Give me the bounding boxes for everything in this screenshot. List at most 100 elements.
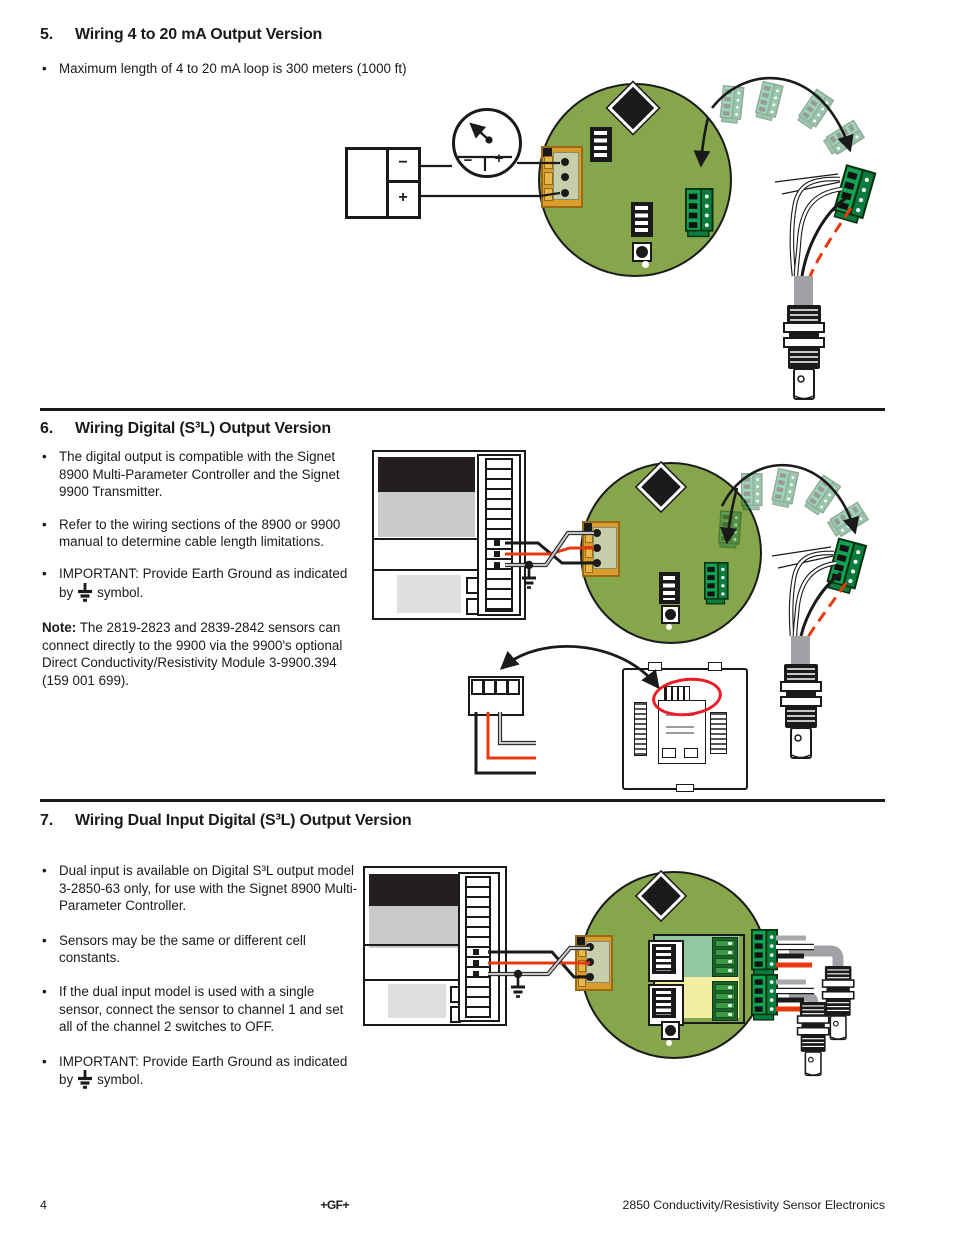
bracket-icon xyxy=(466,577,477,594)
transmitter-port xyxy=(684,748,698,758)
channel2-pin-header xyxy=(712,981,738,1021)
terminal-pin xyxy=(561,189,569,197)
terminal-tab xyxy=(544,172,553,185)
board-hole xyxy=(642,261,649,268)
terminal-pin xyxy=(593,544,601,552)
terminal-pin xyxy=(561,173,569,181)
cable-plug xyxy=(831,164,877,226)
pin-cell xyxy=(715,958,735,965)
transmitter-tab xyxy=(676,784,694,792)
controller-line xyxy=(374,569,477,571)
transmitter-connector-right xyxy=(710,712,727,754)
bracket-icon xyxy=(466,598,477,615)
dip-switch xyxy=(659,572,680,604)
cable-plug xyxy=(825,537,868,596)
section6-bullets: The digital output is compatible with th… xyxy=(42,448,360,690)
earth-ground-icon xyxy=(77,582,93,607)
terminal-tab xyxy=(578,960,586,972)
section5-title: Wiring 4 to 20 mA Output Version xyxy=(75,26,323,43)
terminal-pin xyxy=(561,158,569,166)
page-number: 4 xyxy=(40,1198,47,1212)
sensor xyxy=(780,663,822,759)
meter-minus-label: − xyxy=(463,152,473,169)
channel1-pin-header xyxy=(712,937,738,977)
controller-label-area xyxy=(397,575,461,613)
pin-cell xyxy=(715,984,735,991)
s5-faded-plugs xyxy=(719,80,865,158)
terminal-dot xyxy=(494,551,500,557)
section6-title: Wiring Digital (S³L) Output Version xyxy=(75,420,331,437)
sensor-channel2 xyxy=(796,1001,830,1077)
terminal-tab xyxy=(578,945,586,957)
list-item: The digital output is compatible with th… xyxy=(42,448,360,501)
page-footer: 4 +GF+ 2850 Conductivity/Resistivity Sen… xyxy=(40,1198,885,1212)
dip-switch-channel2 xyxy=(652,988,676,1018)
earth-ground-icon xyxy=(77,1070,93,1094)
pin-cell xyxy=(715,940,735,947)
cable-sheath xyxy=(794,276,813,306)
controller-line xyxy=(365,979,460,981)
pin-cell xyxy=(715,1011,735,1018)
section7-bullets: Dual input is available on Digital S³L o… xyxy=(42,862,360,1094)
terminal-key xyxy=(543,148,552,157)
list-item: Sensors may be the same or different cel… xyxy=(42,932,360,967)
terminal-dot xyxy=(473,971,479,977)
terminal-tab xyxy=(585,546,593,558)
terminal-strip-cells xyxy=(485,458,513,612)
arrow-to-cable-plug xyxy=(710,76,854,153)
transmitter-port xyxy=(662,748,676,758)
transmitter-input-connector xyxy=(664,686,690,701)
section6-number: 6. xyxy=(40,420,53,437)
terminal-pin xyxy=(586,958,594,966)
sensor xyxy=(783,304,825,400)
power-supply-box xyxy=(345,147,421,219)
list-item: Maximum length of 4 to 20 mA loop is 300… xyxy=(42,60,472,78)
board-hole xyxy=(666,624,672,630)
terminal-dot xyxy=(473,949,479,955)
list-item: IMPORTANT: Provide Earth Ground as indic… xyxy=(42,565,360,606)
terminal-slot xyxy=(507,679,520,695)
section6-heading: 6. Wiring Digital (S³L) Output Version xyxy=(40,420,331,438)
transmitter-print xyxy=(666,714,694,716)
section5-bullets: Maximum length of 4 to 20 mA loop is 300… xyxy=(42,60,472,78)
channel1-cable xyxy=(789,945,844,968)
terminal-tab xyxy=(578,975,586,987)
s6-cable-wires xyxy=(771,546,848,640)
list-item: IMPORTANT: Provide Earth Ground as indic… xyxy=(42,1053,360,1094)
dip-switch xyxy=(590,127,612,162)
sensor-channel1 xyxy=(821,965,855,1041)
push-button xyxy=(661,605,680,624)
controller-line xyxy=(365,944,460,946)
push-button xyxy=(661,1021,680,1040)
push-button xyxy=(632,242,652,262)
transmitter-print xyxy=(666,732,694,734)
bracket-icon xyxy=(450,1006,461,1023)
transmitter-tab xyxy=(648,662,662,671)
terminal-key xyxy=(577,937,585,945)
section7-number: 7. xyxy=(40,812,53,829)
transmitter-print xyxy=(666,726,694,728)
s6-block-wires xyxy=(474,712,536,775)
pin-cell xyxy=(715,1002,735,1009)
pin-cell xyxy=(715,967,735,974)
board-hole xyxy=(666,1040,672,1046)
terminal-dot xyxy=(473,960,479,966)
dip-switch-channel1 xyxy=(652,944,676,974)
terminal-dot xyxy=(494,540,500,546)
list-item: Refer to the wiring sections of the 8900… xyxy=(42,516,360,551)
section-divider xyxy=(40,799,885,802)
meter-plus-label: + xyxy=(494,150,504,167)
section-divider xyxy=(40,408,885,411)
controller-black-band xyxy=(369,874,459,906)
controller-label-area xyxy=(388,984,446,1018)
section5-heading: 5. Wiring 4 to 20 mA Output Version xyxy=(40,26,322,44)
terminal-pin xyxy=(593,559,601,567)
terminal-key xyxy=(584,523,592,531)
bracket-icon xyxy=(450,986,461,1003)
pin-cell xyxy=(715,949,735,956)
terminal-pin xyxy=(586,973,594,981)
terminal-pin xyxy=(593,529,601,537)
s7-cables xyxy=(789,945,844,1008)
s7-wire-stubs xyxy=(776,935,814,1012)
power-box-divider xyxy=(386,147,389,219)
